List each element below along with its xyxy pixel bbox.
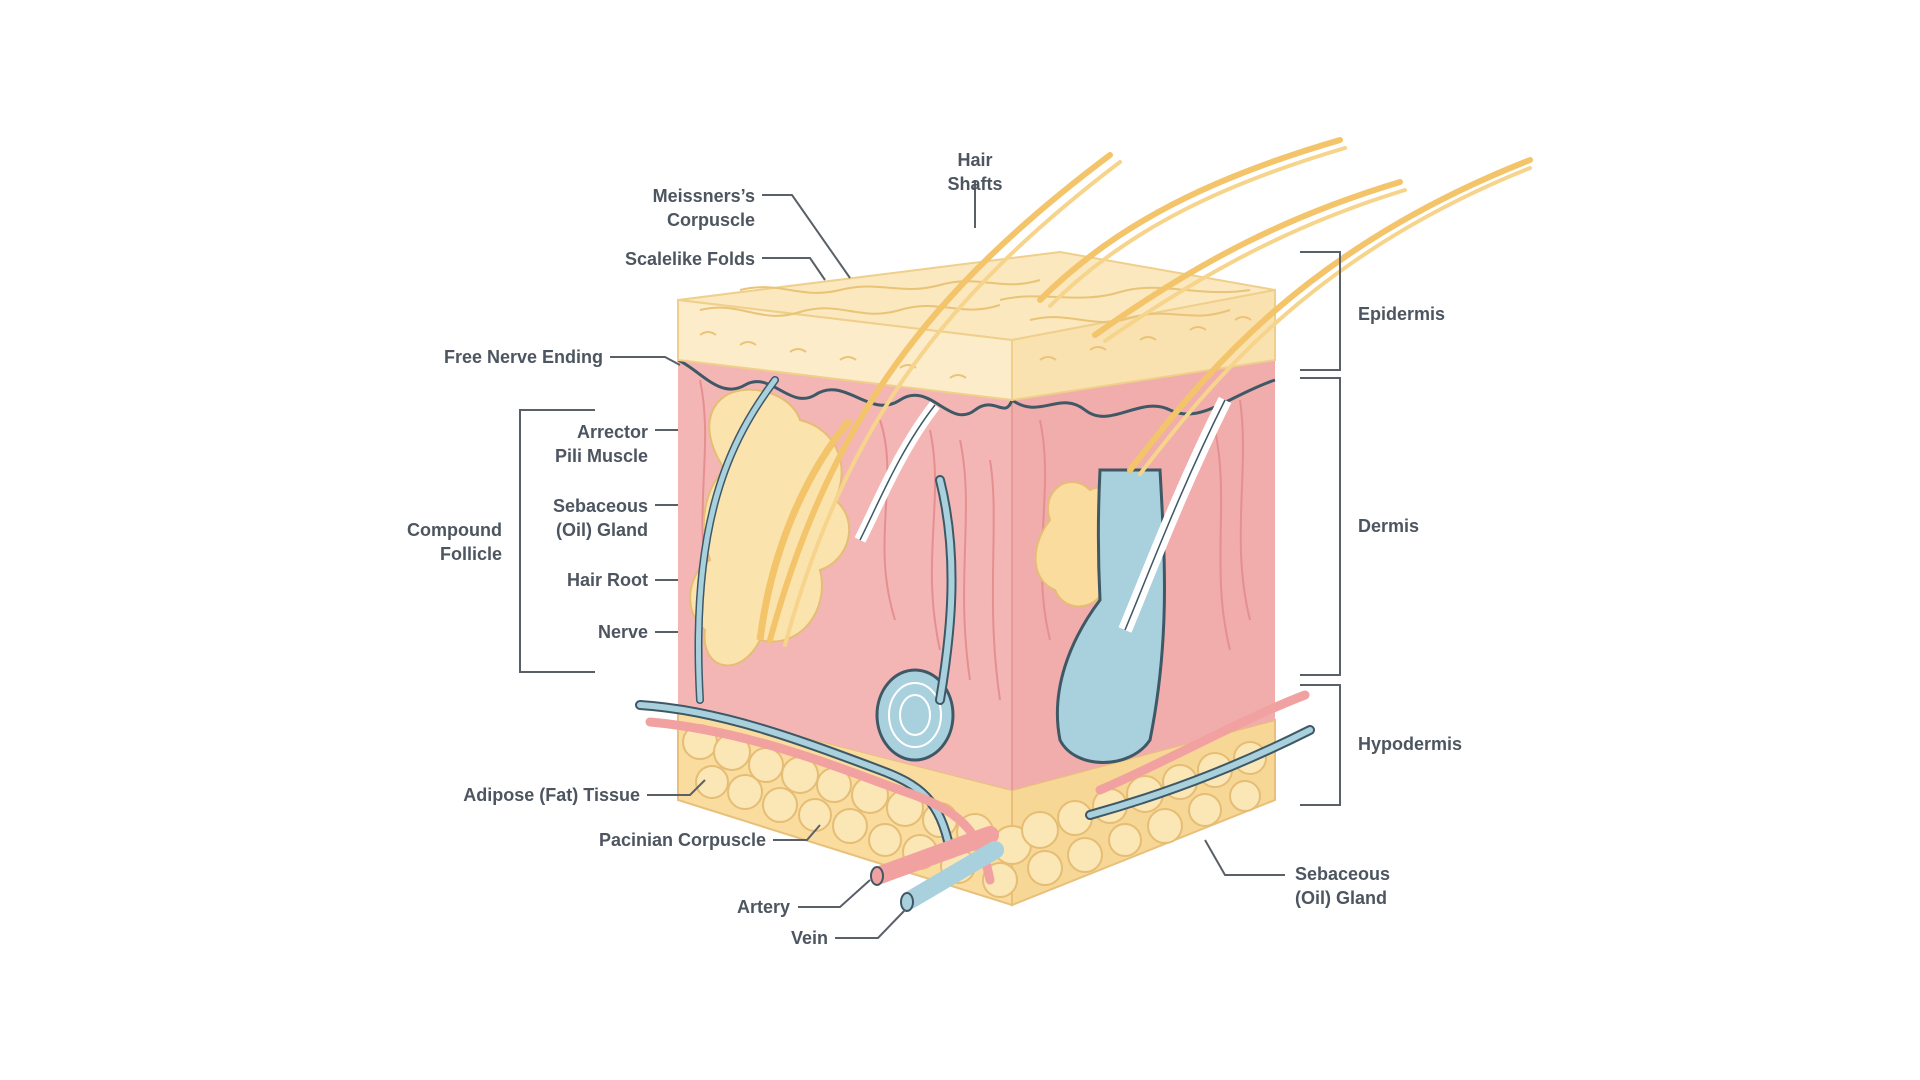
label-sebaceous-right-line1: Sebaceous: [1295, 864, 1391, 884]
vessels: [635, 376, 1315, 912]
label-sebaceous-left-line2: (Oil) Gland: [556, 520, 648, 540]
label-compound-follicle: Compound Follicle: [370, 518, 502, 566]
label-hair-root: Hair Root: [567, 570, 648, 590]
label-sebaceous-gland-right: Sebaceous (Oil) Gland: [1295, 862, 1455, 910]
label-free-nerve-ending: Free Nerve Ending: [443, 347, 603, 367]
hair-shafts-shape: [767, 137, 1533, 647]
follicle-bulb-right: [1055, 468, 1166, 764]
label-meissners-line1: Meissners’s: [652, 186, 755, 206]
right-follicle-group: [1034, 396, 1232, 764]
label-nerve: Nerve: [597, 622, 648, 642]
label-arrector-line2: Pili Muscle: [554, 446, 648, 466]
label-arrector-pili-muscle: Arrector Pili Muscle: [480, 420, 648, 468]
label-hypodermis: Hypodermis: [1358, 734, 1463, 754]
label-dermis: Dermis: [1358, 516, 1420, 536]
label-sebaceous-right-line2: (Oil) Gland: [1295, 888, 1387, 908]
label-epidermis: Epidermis: [1358, 304, 1446, 324]
label-hair-shafts-line1: Hair: [957, 150, 993, 170]
skin-block: [635, 137, 1533, 912]
pacinian-corpuscle-shape: [875, 668, 955, 762]
scalelike-folds: [699, 279, 1252, 379]
label-hair-shafts: Hair Shafts: [925, 148, 1025, 196]
label-scalelike-folds: Scalelike Folds: [624, 249, 755, 269]
label-sebaceous-gland-left: Sebaceous (Oil) Gland: [480, 494, 648, 542]
label-sebaceous-left-line1: Sebaceous: [552, 496, 648, 516]
label-pacinian-corpuscle: Pacinian Corpuscle: [598, 830, 766, 850]
vein-end: [901, 841, 1004, 909]
label-meissners-corpuscle: Meissners’s Corpuscle: [560, 184, 755, 232]
label-adipose-tissue: Adipose (Fat) Tissue: [463, 785, 640, 805]
hair-root-left: [756, 417, 853, 641]
leader-lines: [519, 180, 1341, 939]
artery-end: [871, 826, 999, 884]
label-meissners-line2: Corpuscle: [666, 210, 755, 230]
label-vein: Vein: [790, 928, 828, 948]
dermis-fibers: [699, 379, 1251, 701]
label-compound-line1: Compound: [407, 520, 502, 540]
label-hair-shafts-line2: Shafts: [947, 174, 1003, 194]
epidermis-layer: [677, 250, 1276, 402]
label-compound-line2: Follicle: [439, 544, 502, 564]
label-artery: Artery: [736, 897, 790, 917]
label-arrector-line1: Arrector: [576, 422, 648, 442]
